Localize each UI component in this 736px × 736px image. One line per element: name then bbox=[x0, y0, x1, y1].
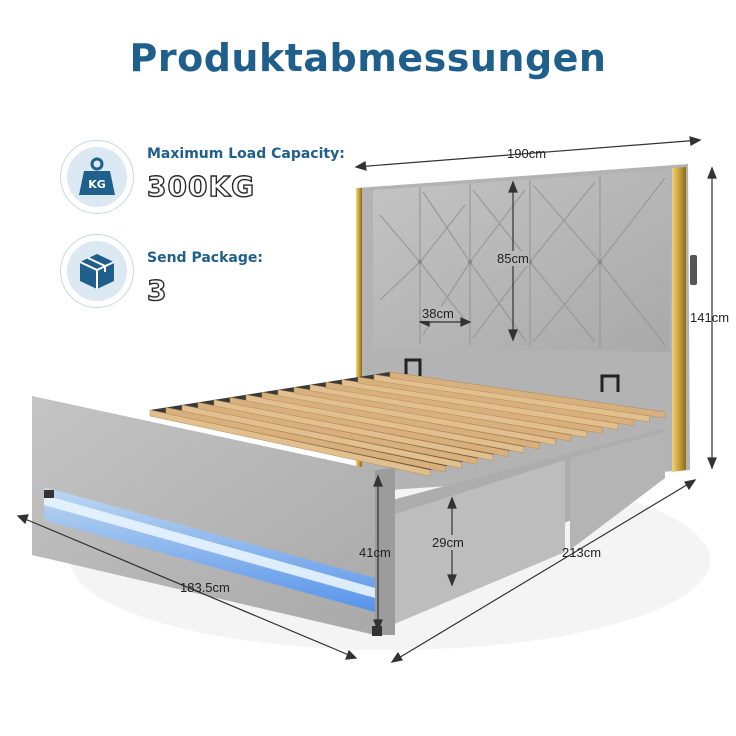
drawer-front bbox=[392, 460, 565, 625]
lift-handle-right bbox=[600, 374, 620, 392]
weight-icon-text: KG bbox=[88, 178, 106, 191]
dim-headboard-height: 85cm bbox=[497, 251, 529, 266]
package-value: 3 bbox=[146, 273, 168, 307]
slat bbox=[229, 397, 509, 457]
gold-trim-right bbox=[672, 167, 686, 472]
foot-right bbox=[372, 626, 382, 636]
dim-headboard-width: 190cm bbox=[507, 146, 547, 161]
slat bbox=[181, 404, 462, 469]
usb-port bbox=[690, 255, 697, 285]
dim-panel-width: 38cm bbox=[422, 306, 454, 321]
foot-left bbox=[44, 490, 54, 498]
page-title: Produktabmessungen bbox=[129, 36, 607, 80]
dim-length: 213cm bbox=[562, 545, 602, 560]
drawer-front-2 bbox=[570, 432, 665, 550]
load-capacity-value: 300KG bbox=[146, 169, 256, 203]
footboard-side bbox=[375, 468, 395, 635]
gold-trim-left bbox=[356, 188, 362, 488]
dim-side-height: 29cm bbox=[432, 535, 464, 550]
package-label: Send Package: bbox=[147, 250, 263, 266]
led-core bbox=[44, 495, 375, 598]
package-badge bbox=[60, 234, 134, 308]
load-capacity-label: Maximum Load Capacity: bbox=[147, 146, 345, 162]
dim-front-width: 183.5cm bbox=[180, 580, 230, 595]
slat bbox=[149, 409, 431, 477]
lift-handle-left bbox=[404, 358, 422, 376]
weight-icon: KG bbox=[79, 157, 115, 195]
load-capacity-badge: KG bbox=[60, 140, 134, 214]
slat bbox=[197, 402, 478, 465]
package-box-icon bbox=[79, 254, 115, 289]
slat bbox=[245, 394, 525, 454]
slat bbox=[213, 399, 493, 461]
dim-total-height: 141cm bbox=[690, 310, 730, 325]
dim-footboard-height: 41cm bbox=[359, 545, 391, 560]
slats bbox=[149, 371, 666, 477]
slat bbox=[165, 407, 446, 473]
dimension-lines bbox=[16, 136, 717, 663]
headboard-buttons bbox=[417, 259, 603, 265]
slat bbox=[389, 371, 666, 419]
